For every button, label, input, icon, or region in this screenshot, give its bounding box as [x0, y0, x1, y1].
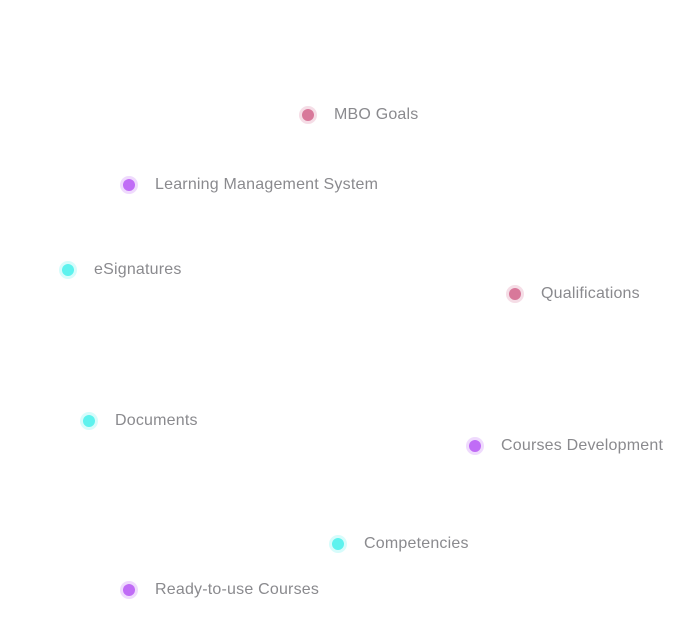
feature-label: Documents [115, 412, 198, 429]
cyan-dot-icon [80, 412, 98, 430]
feature-label: Competencies [364, 535, 469, 552]
feature-item-esignatures[interactable]: eSignatures [59, 261, 182, 279]
feature-label: Qualifications [541, 285, 640, 302]
feature-label: Courses Development [501, 437, 664, 454]
pink-dot-icon [299, 106, 317, 124]
feature-item-qualifications[interactable]: Qualifications [506, 285, 640, 303]
feature-item-documents[interactable]: Documents [80, 412, 198, 430]
feature-item-courses-development[interactable]: Courses Development [466, 437, 663, 455]
cyan-dot-icon [329, 535, 347, 553]
cyan-dot-icon [59, 261, 77, 279]
purple-dot-icon [120, 581, 138, 599]
feature-label: Learning Management System [155, 176, 379, 193]
feature-item-ready-to-use-courses[interactable]: Ready-to-use Courses [120, 581, 319, 599]
feature-label: eSignatures [94, 261, 182, 278]
feature-item-competencies[interactable]: Competencies [329, 535, 469, 553]
pink-dot-icon [506, 285, 524, 303]
purple-dot-icon [120, 176, 138, 194]
feature-item-mbo-goals[interactable]: MBO Goals [299, 106, 419, 124]
feature-label: MBO Goals [334, 106, 419, 123]
feature-item-learning-management-system[interactable]: Learning Management System [120, 176, 378, 194]
purple-dot-icon [466, 437, 484, 455]
feature-label: Ready-to-use Courses [155, 581, 320, 598]
